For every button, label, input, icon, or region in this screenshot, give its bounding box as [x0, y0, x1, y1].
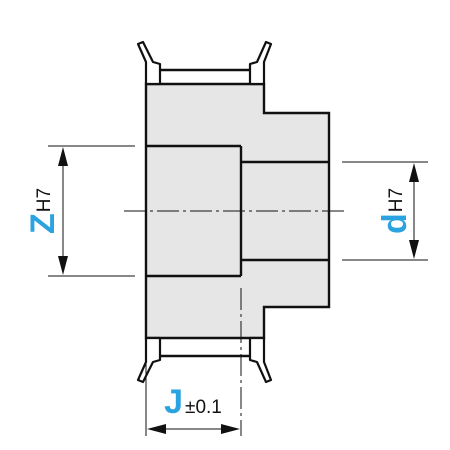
- z-arrow-top: [58, 147, 68, 166]
- z-tolerance: H7: [34, 188, 55, 212]
- d-arrow-bottom: [409, 240, 419, 259]
- j-symbol: J: [164, 383, 183, 421]
- d-arrow-top: [409, 163, 419, 182]
- z-arrow-bottom: [58, 256, 68, 275]
- j-arrow-left: [147, 424, 166, 434]
- svg-text:J±0.1: J±0.1: [164, 383, 222, 421]
- j-tolerance: ±0.1: [185, 397, 222, 418]
- svg-text:ZH7: ZH7: [24, 188, 62, 234]
- d-tolerance: H7: [386, 188, 407, 212]
- top-right-flange: [248, 40, 273, 86]
- top-left-flange: [136, 40, 162, 86]
- bottom-left-flange: [136, 336, 162, 384]
- svg-text:dH7: dH7: [376, 188, 414, 234]
- z-symbol: Z: [24, 213, 62, 234]
- d-symbol: d: [376, 213, 414, 234]
- j-arrow-right: [221, 424, 240, 434]
- bottom-right-flange: [248, 336, 273, 384]
